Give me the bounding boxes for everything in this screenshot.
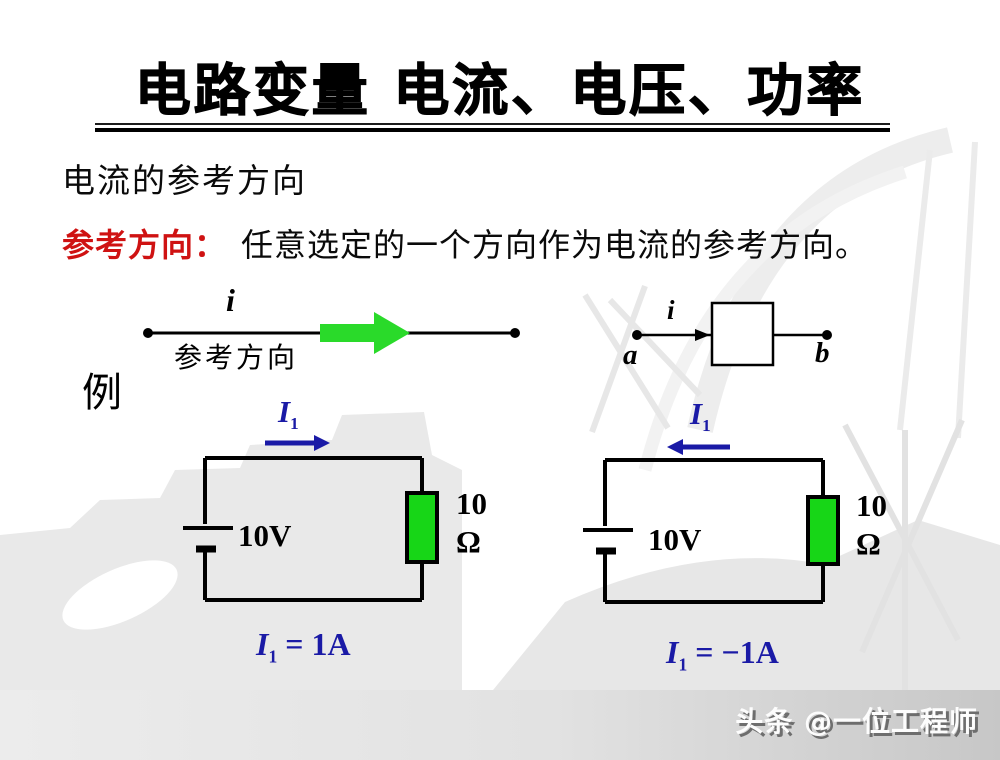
reference-wire-graphic (143, 312, 520, 354)
resistor-unit-label: Ω (456, 524, 481, 559)
circuit-wires (203, 456, 424, 602)
title-underline (95, 123, 890, 132)
current-symbol: i (226, 282, 235, 318)
resistor-icon (806, 495, 840, 566)
definition-line: 参考方向： 任意选定的一个方向作为电流的参考方向。 (62, 220, 868, 266)
circuit-wires (603, 458, 825, 604)
result-value: = 1A (285, 626, 351, 662)
node-dot-left (143, 328, 153, 338)
section-heading: 电流的参考方向 (62, 164, 307, 200)
result-symbol: I (666, 634, 679, 670)
circuit-diagram-1: I1 10V 10 Ω (178, 394, 518, 613)
current-subscript: 1 (702, 416, 711, 436)
result-symbol: I (256, 626, 269, 662)
resistor-value-label: 10 (856, 488, 887, 523)
current-arrow-left-icon (667, 439, 730, 455)
current-symbol: I (690, 396, 703, 431)
result-value: = −1A (695, 634, 779, 670)
battery-icon (183, 526, 233, 553)
circuit-2-graphic (583, 439, 840, 604)
two-terminal-element-diagram: i a b (615, 293, 850, 383)
current-arrowhead-icon (695, 329, 710, 341)
terminal-b-label: b (815, 337, 830, 369)
resistor-value-label: 10 (456, 486, 487, 521)
circuit-1-graphic (183, 435, 439, 602)
example-label: 例 (82, 370, 122, 415)
definition-text: 任意选定的一个方向作为电流的参考方向。 (241, 227, 869, 263)
current-label: I1 (278, 394, 299, 434)
terminal-a-label: a (623, 339, 638, 371)
terminal-dot-a (632, 330, 642, 340)
current-label: I1 (690, 396, 711, 436)
reference-direction-caption: 参考方向 (174, 343, 299, 374)
result-equation-1: I1 = 1A (256, 626, 351, 667)
element-box (710, 301, 775, 367)
result-equation-2: I1 = −1A (666, 634, 779, 675)
resistor-icon (405, 491, 439, 564)
current-arrow-right-icon (265, 435, 330, 451)
source-voltage-label: 10V (648, 522, 702, 557)
reference-wire-diagram: i 参考方向 (140, 282, 530, 378)
current-subscript: 1 (290, 414, 299, 434)
current-symbol: i (667, 295, 675, 325)
source-voltage-label: 10V (238, 518, 292, 553)
resistor-unit-label: Ω (856, 526, 881, 561)
node-dot-right (510, 328, 520, 338)
element-box-graphic (632, 301, 832, 367)
circuit-diagram-2: I1 10V 10 Ω (578, 396, 918, 615)
current-direction-arrow-icon (320, 312, 410, 354)
battery-icon (583, 528, 633, 555)
page-title: 电路变量 电流、电压、功率 (134, 58, 866, 124)
result-subscript: 1 (268, 646, 278, 667)
footer-band (0, 690, 1000, 760)
current-symbol: I (278, 394, 291, 429)
watermark-text: 头条 @一位工程师 (735, 705, 978, 738)
result-subscript: 1 (678, 654, 688, 675)
terminal-dot-b (822, 330, 832, 340)
definition-term: 参考方向： (62, 227, 228, 263)
